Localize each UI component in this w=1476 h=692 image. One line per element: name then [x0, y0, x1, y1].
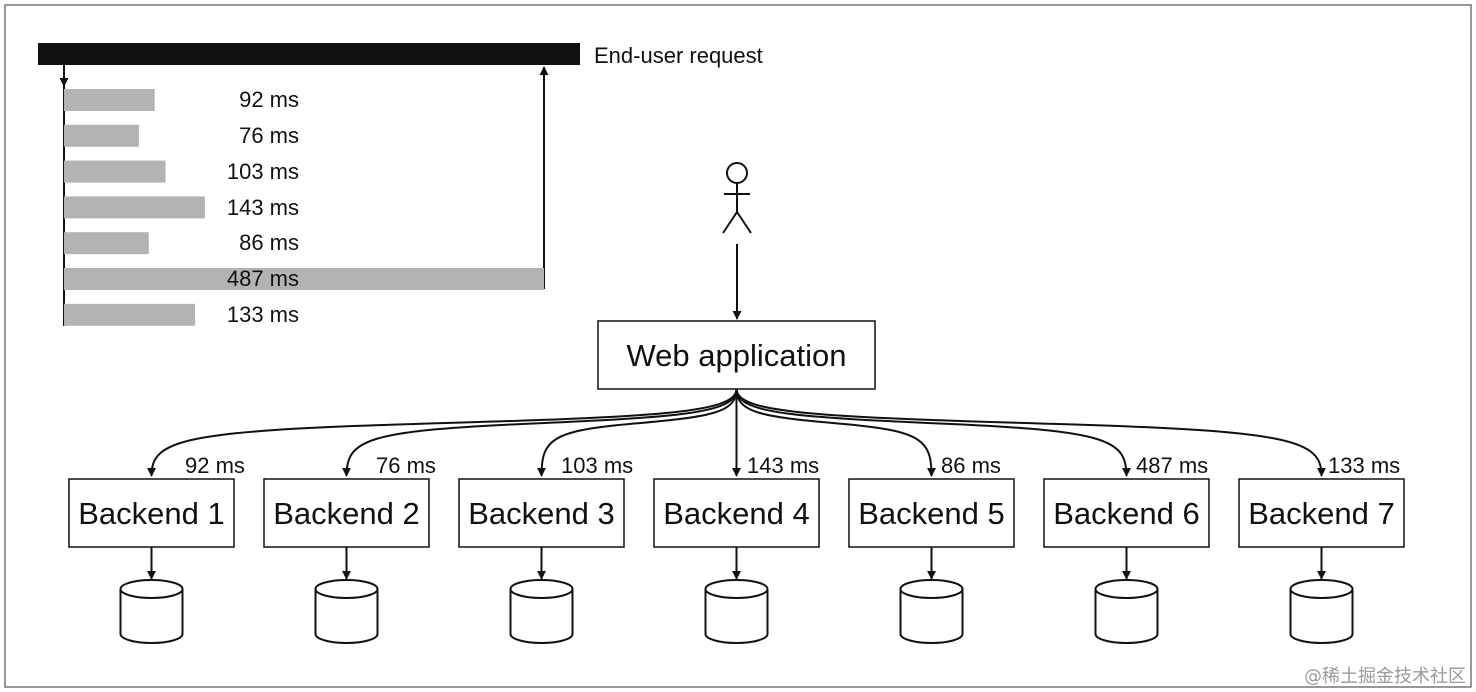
timing-bar [64, 232, 149, 255]
database-icon [1094, 589, 1159, 644]
backend-latency-label: 86 ms [941, 453, 1001, 478]
timing-label: 103 ms [227, 159, 299, 184]
database-icon [704, 589, 769, 644]
database-icon [119, 589, 184, 644]
databases [119, 547, 1354, 644]
backend-3: Backend 3 103 ms [458, 453, 633, 548]
backend-1: Backend 1 92 ms [68, 453, 245, 548]
backend-2: Backend 2 76 ms [263, 453, 436, 548]
fanout-arrow [735, 388, 1131, 477]
database-top [509, 579, 574, 599]
backend-box [263, 478, 430, 548]
fanout-arrow [147, 388, 738, 477]
fanout-arrows [147, 388, 1326, 477]
backend-label: Backend 5 [858, 496, 1005, 531]
backend-latency-label: 133 ms [1328, 453, 1400, 478]
backend-7: Backend 7 133 ms [1238, 453, 1405, 548]
database-icon [899, 589, 964, 644]
end-user-request-label: End-user request [594, 43, 763, 68]
database-icon [314, 589, 379, 644]
backend-latency-label: 103 ms [561, 453, 633, 478]
backend-box [653, 478, 820, 548]
database-icon [509, 589, 574, 644]
database-top [1094, 579, 1159, 599]
database-top [119, 579, 184, 599]
backend-6: Backend 6 487 ms [1043, 453, 1210, 548]
backend-5: Backend 5 86 ms [848, 453, 1015, 548]
timing-label: 143 ms [227, 195, 299, 220]
database-top [704, 579, 769, 599]
backend-latency-label: 92 ms [185, 453, 245, 478]
database-top [1289, 579, 1354, 599]
timing-label: 133 ms [227, 302, 299, 327]
backend-box [848, 478, 1015, 548]
backend-latency-label: 76 ms [376, 453, 436, 478]
fanout-arrow [342, 388, 738, 477]
timing-label: 487 ms [227, 266, 299, 291]
timing-bars [64, 89, 544, 326]
web-application-box [597, 320, 876, 390]
watermark: @稀土掘金技术社区 [1304, 666, 1466, 687]
backend-label: Backend 7 [1248, 496, 1395, 531]
backend-box [1238, 478, 1405, 548]
web-application-label: Web application [626, 338, 846, 373]
timing-label: 76 ms [239, 123, 299, 148]
database-icon [1289, 589, 1354, 644]
backend-label: Backend 6 [1053, 496, 1200, 531]
backend-box [458, 478, 625, 548]
timing-bar [64, 268, 544, 290]
timing-label: 86 ms [239, 230, 299, 255]
backend-label: Backend 3 [468, 496, 615, 531]
figure-frame [4, 4, 1472, 688]
backend-4: Backend 4 143 ms [653, 453, 820, 548]
backend-label: Backend 2 [273, 496, 420, 531]
fanout-arrow [537, 388, 738, 477]
timing-bar [64, 303, 196, 326]
backend-box [1043, 478, 1210, 548]
timing-bar [64, 124, 139, 147]
timing-labels: 92 ms 76 ms 103 ms 143 ms 86 ms 487 ms 1… [227, 87, 299, 327]
fanout-arrow [735, 388, 1326, 477]
fanout-arrow [735, 388, 936, 477]
database-top [314, 579, 379, 599]
backend-latency-label: 487 ms [1136, 453, 1208, 478]
database-top [899, 579, 964, 599]
end-user-request-bar [38, 43, 580, 65]
timing-bar [64, 196, 205, 219]
timing-bar [64, 89, 155, 111]
timing-label: 92 ms [239, 87, 299, 112]
backend-label: Backend 1 [78, 496, 225, 531]
backend-label: Backend 4 [663, 496, 810, 531]
user-icon [722, 162, 752, 234]
timing-bar [64, 160, 166, 183]
backend-latency-label: 143 ms [747, 453, 819, 478]
